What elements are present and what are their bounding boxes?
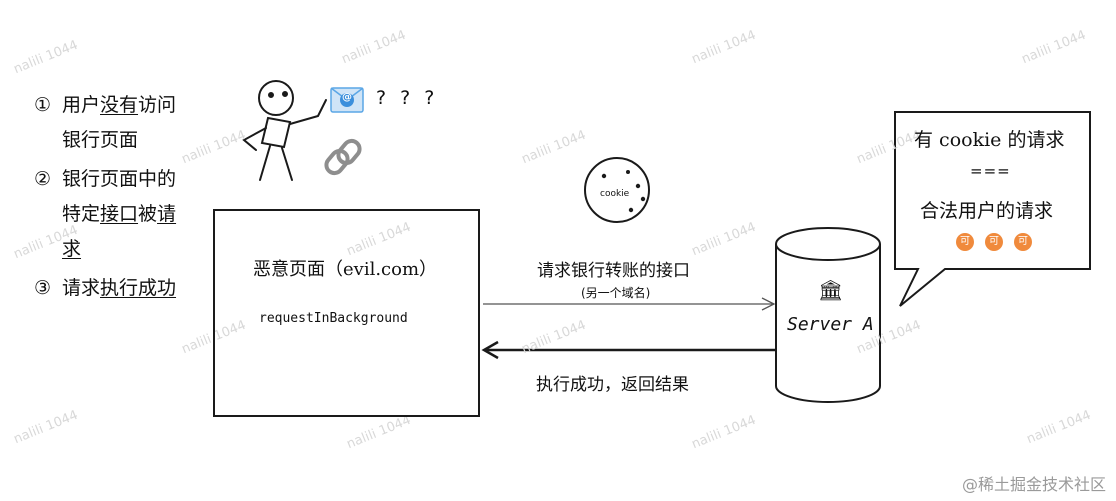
- request-sublabel: (另一个域名): [581, 286, 651, 300]
- approve-badge: 可: [1014, 233, 1032, 251]
- callout-line2: 合法用户的请求: [920, 200, 1054, 222]
- callout-bubble: [894, 111, 1091, 307]
- bank-icon: 🏛: [818, 278, 844, 302]
- step-text-part: 访问银行页面: [62, 94, 177, 151]
- step-number: ②: [34, 168, 52, 190]
- step-text: 用户没有访问银行页面: [62, 88, 192, 158]
- step-text-part: 执行成功: [100, 277, 177, 299]
- step-text: 请求执行成功: [62, 271, 192, 306]
- request-arrow: [483, 297, 776, 311]
- question-marks: ? ? ?: [376, 87, 439, 109]
- response-arrow: [481, 340, 776, 360]
- approve-badge: 可: [956, 233, 974, 251]
- link-icon: [324, 138, 362, 176]
- response-label: 执行成功，返回结果: [536, 375, 689, 395]
- user-stick-figure: [242, 80, 327, 181]
- callout-equals: ===: [970, 162, 1011, 180]
- step-text-part: 被: [138, 203, 158, 225]
- step-number: ③: [34, 277, 52, 299]
- step-text-part: 接口: [100, 203, 139, 225]
- server-label: Server A: [787, 314, 874, 335]
- step-text-part: 请求: [62, 203, 177, 260]
- server-cylinder: [775, 227, 881, 403]
- evil-page-title: 恶意页面（evil.com）: [253, 259, 438, 280]
- step-text-part: 没有: [100, 94, 139, 116]
- mail-icon: [330, 87, 364, 113]
- cookie-icon: [584, 157, 650, 223]
- cookie-label: cookie: [600, 189, 630, 199]
- step-item: ① 用户没有访问银行页面: [34, 88, 224, 158]
- request-label: 请求银行转账的接口: [537, 261, 690, 281]
- step-text-part: 用户: [62, 94, 101, 116]
- evil-page-function: requestInBackground: [259, 311, 408, 326]
- step-number: ①: [34, 94, 52, 116]
- callout-line1: 有 cookie 的请求: [914, 129, 1065, 151]
- step-text: 银行页面中的特定接口被请求: [62, 162, 192, 267]
- evil-page-box: [213, 209, 480, 417]
- step-text-part: 请求: [62, 277, 101, 299]
- step-text-part: 银行页面中的特定: [62, 168, 177, 225]
- approve-badge: 可: [985, 233, 1003, 251]
- footer-credit: @稀土掘金技术社区: [961, 475, 1106, 494]
- mail-at-symbol: @: [342, 92, 352, 103]
- step-item: ③ 请求执行成功: [34, 271, 224, 306]
- step-item: ② 银行页面中的特定接口被请求: [34, 162, 224, 267]
